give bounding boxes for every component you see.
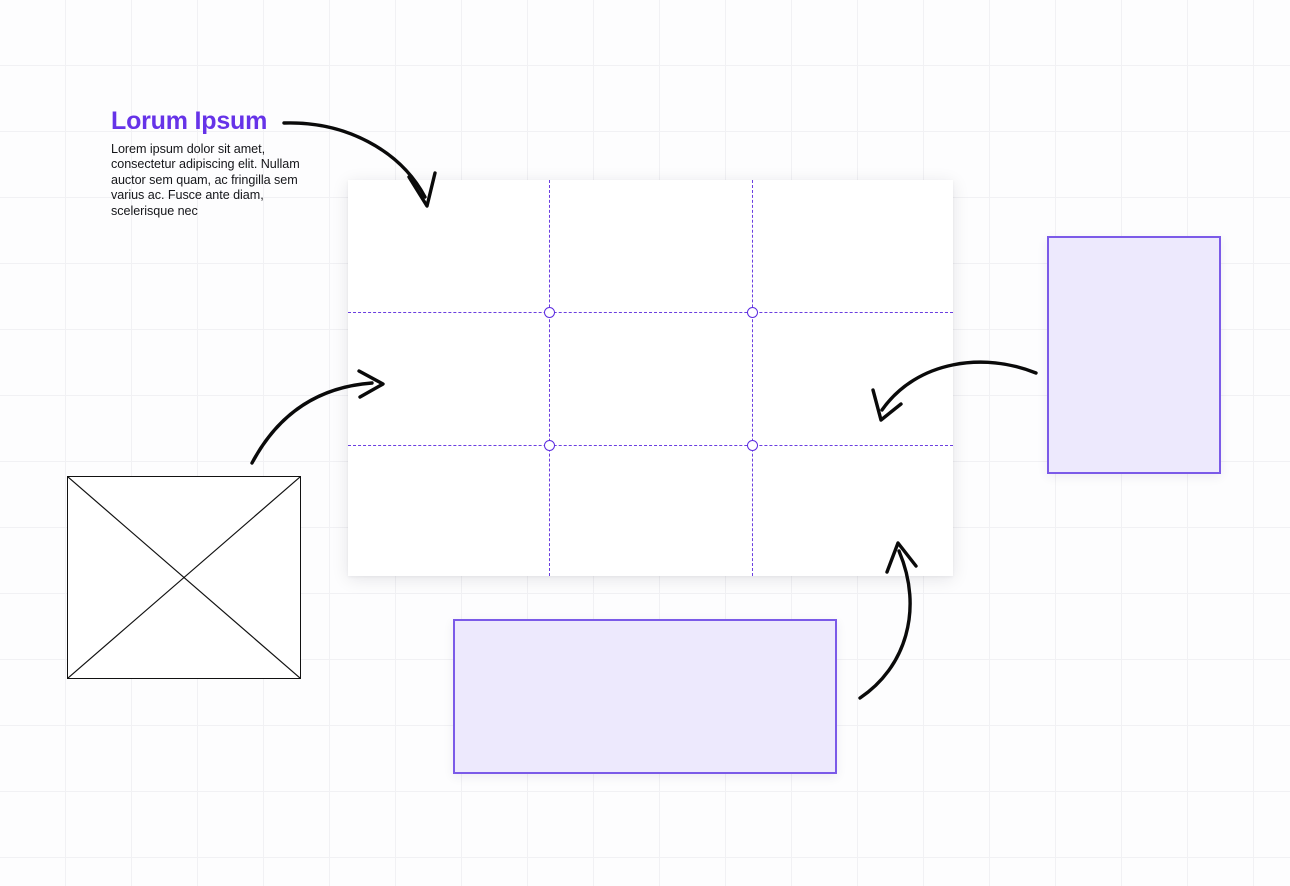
- annotation-body-text: Lorem ipsum dolor sit amet, consectetur …: [111, 142, 300, 218]
- handle-top-left[interactable]: [543, 306, 555, 318]
- annotation-text-block: Lorum Ipsum Lorem ipsum dolor sit amet, …: [111, 106, 326, 219]
- guide-h-bottom[interactable]: [348, 445, 953, 446]
- image-placeholder[interactable]: [67, 476, 301, 679]
- handle-top-right[interactable]: [746, 306, 758, 318]
- handle-bottom-right[interactable]: [746, 439, 758, 451]
- rectangle-bottom[interactable]: [453, 619, 837, 774]
- artboard[interactable]: [348, 180, 953, 576]
- annotation-heading: Lorum Ipsum: [111, 107, 268, 135]
- image-placeholder-cross-icon: [68, 477, 300, 678]
- guide-h-top[interactable]: [348, 312, 953, 313]
- handle-bottom-left[interactable]: [543, 439, 555, 451]
- guide-v-left[interactable]: [549, 180, 550, 576]
- guide-v-right[interactable]: [752, 180, 753, 576]
- rectangle-right[interactable]: [1047, 236, 1221, 474]
